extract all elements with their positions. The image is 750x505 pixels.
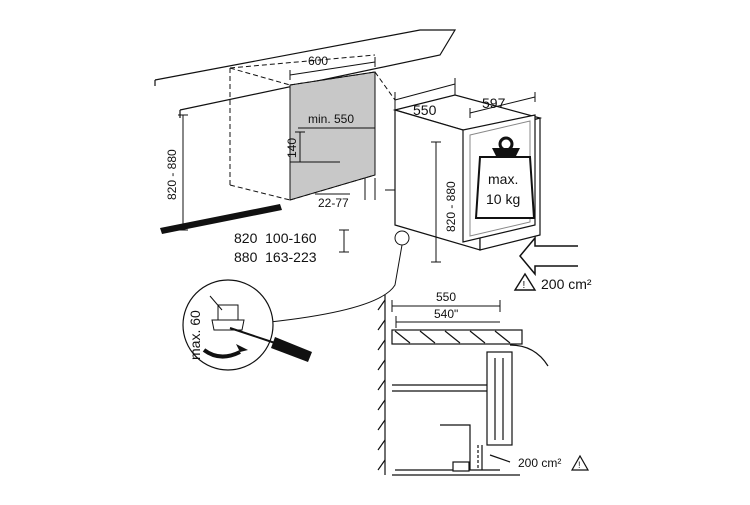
detail-circle <box>182 279 274 371</box>
feet-dim <box>339 229 349 253</box>
ventilation-label: 200 cm² <box>541 276 592 292</box>
niche-height-dim <box>178 114 188 231</box>
section-warning-icon: ! <box>570 454 590 471</box>
weight-label-line1: max. <box>488 171 518 187</box>
section-ventilation-label: 200 cm² <box>518 456 561 470</box>
width-600-dim <box>289 57 376 80</box>
appliance-height-dim <box>431 141 441 263</box>
detail-leader <box>269 230 410 323</box>
depth-min-label: min. 550 <box>308 112 354 126</box>
max-60-label: max. 60 <box>187 310 203 360</box>
warning-triangle-icon: ! <box>513 272 537 291</box>
floor-plinth <box>160 204 282 234</box>
width-600-label: 600 <box>308 54 328 68</box>
weight-icon <box>474 136 536 219</box>
svg-text:!: ! <box>578 460 581 470</box>
appliance-depth-label: 550 <box>413 102 437 118</box>
section-depth-label: 550 <box>436 290 456 304</box>
appliance-width-dim <box>469 92 536 118</box>
section-inner-depth-label: 540" <box>434 307 458 321</box>
airflow-arrow-icon <box>519 235 578 277</box>
svg-text:!: ! <box>523 280 526 291</box>
appliance-width-label: 597 <box>482 95 506 111</box>
depth-140-label: 140 <box>285 138 299 158</box>
clearance-label: 22-77 <box>318 196 349 210</box>
niche-height-label: 820 - 880 <box>165 149 179 200</box>
screwdriver-icon <box>229 327 312 362</box>
appliance-height-label: 820 - 880 <box>444 181 458 232</box>
worktop <box>154 29 457 118</box>
section-depth-dim <box>391 300 501 328</box>
weight-label-line2: 10 kg <box>486 191 520 207</box>
feet-row-2: 880 163-223 <box>234 249 317 265</box>
section-view <box>377 295 549 476</box>
appliance-depth-dim <box>394 78 456 110</box>
depth-140-dim <box>290 131 340 163</box>
feet-row-1: 820 100-160 <box>234 230 317 246</box>
